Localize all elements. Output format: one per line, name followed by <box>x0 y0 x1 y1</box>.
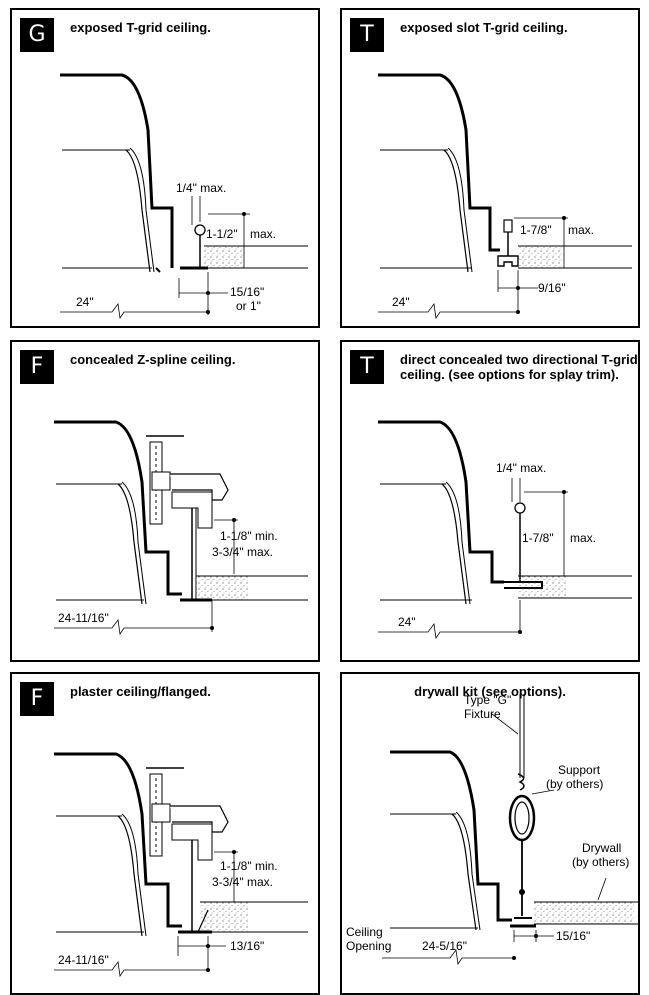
span-dimension: 24" <box>76 295 94 309</box>
section-diagram: 1-1/8" min. 3-3/4" max. 13/16" 24-11/16" <box>54 752 308 978</box>
panel-title: plaster ceiling/flanged. <box>70 684 211 699</box>
span-dimension: 24-5/16" <box>422 939 467 953</box>
panel-title: exposed T-grid ceiling. <box>70 20 211 35</box>
type-badge: F <box>20 350 54 384</box>
min-dimension: 1-1/8" min. <box>220 529 278 543</box>
type-badge: T <box>350 350 384 384</box>
panel-exposed-t-grid: G exposed T-grid ceiling. 1/4" max. 1-1/… <box>10 8 320 328</box>
panel-exposed-slot-t-grid: T exposed slot T-grid ceiling. 1-7/8" ma… <box>340 8 640 328</box>
type-badge: T <box>350 18 384 52</box>
fixture-label-line2: Fixture <box>464 707 501 721</box>
fixture-label-line1: Type "G" <box>464 693 511 707</box>
panel-plaster-flanged: F plaster ceiling/flanged. 1-1/8" min. 3… <box>10 672 320 995</box>
max-dimension: 3-3/4" max. <box>212 875 273 889</box>
section-diagram: 1-1/8" min. 3-3/4" max. 24-11/16" <box>54 420 308 636</box>
flange-dimension: 9/16" <box>538 281 566 295</box>
span-dimension: 24" <box>398 615 416 629</box>
flange-dimension: 15/16" <box>230 285 264 299</box>
section-diagram: Type "G" Fixture Support (by others) Dry… <box>346 693 638 966</box>
section-diagram: 1/4" max. 1-1/2" max. 15/16" or 1" 24" <box>60 73 308 320</box>
span-dimension: 24-11/16" <box>58 611 109 625</box>
max-dimension: 3-3/4" max. <box>212 545 273 559</box>
height-suffix: max. <box>568 223 594 237</box>
ceiling-opening-line1: Ceiling <box>346 925 383 939</box>
drywall-label-line1: Drywall <box>582 841 621 855</box>
height-dimension: 1-7/8" <box>522 531 554 545</box>
flange-dimension: 15/16" <box>556 929 590 943</box>
panel-drywall-kit: drywall kit (see options). Type "G" Fixt… <box>340 672 640 995</box>
ceiling-opening-line2: Opening <box>346 939 391 953</box>
panel-title: drywall kit (see options). <box>414 684 566 699</box>
flange-dimension: 13/16" <box>230 939 264 953</box>
flange-alt-dimension: or 1" <box>236 299 261 313</box>
gap-dimension: 1/4" max. <box>176 181 226 195</box>
panel-title: concealed Z-spline ceiling. <box>70 352 236 367</box>
support-label-line2: (by others) <box>546 777 603 791</box>
section-diagram: 1/4" max. 1-7/8" max. 24" <box>378 420 632 640</box>
panel-title: direct concealed two directional T-grid … <box>400 352 638 382</box>
height-dimension: 1-1/2" <box>206 227 238 241</box>
drywall-label-line2: (by others) <box>572 855 629 869</box>
panel-concealed-z-spline: F concealed Z-spline ceiling. 1-1/8" min… <box>10 340 320 662</box>
gap-dimension: 1/4" max. <box>496 461 546 475</box>
height-suffix: max. <box>570 531 596 545</box>
support-label-line1: Support <box>558 763 601 777</box>
type-badge: F <box>20 682 54 716</box>
panel-title: exposed slot T-grid ceiling. <box>400 20 568 35</box>
min-dimension: 1-1/8" min. <box>220 859 278 873</box>
type-badge: G <box>20 18 54 52</box>
height-dimension: 1-7/8" <box>520 223 552 237</box>
height-suffix: max. <box>250 227 276 241</box>
section-diagram: 1-7/8" max. 9/16" 24" <box>378 73 632 320</box>
span-dimension: 24-11/16" <box>58 953 109 967</box>
span-dimension: 24" <box>392 295 410 309</box>
panel-direct-concealed: T direct concealed two directional T-gri… <box>340 340 640 662</box>
